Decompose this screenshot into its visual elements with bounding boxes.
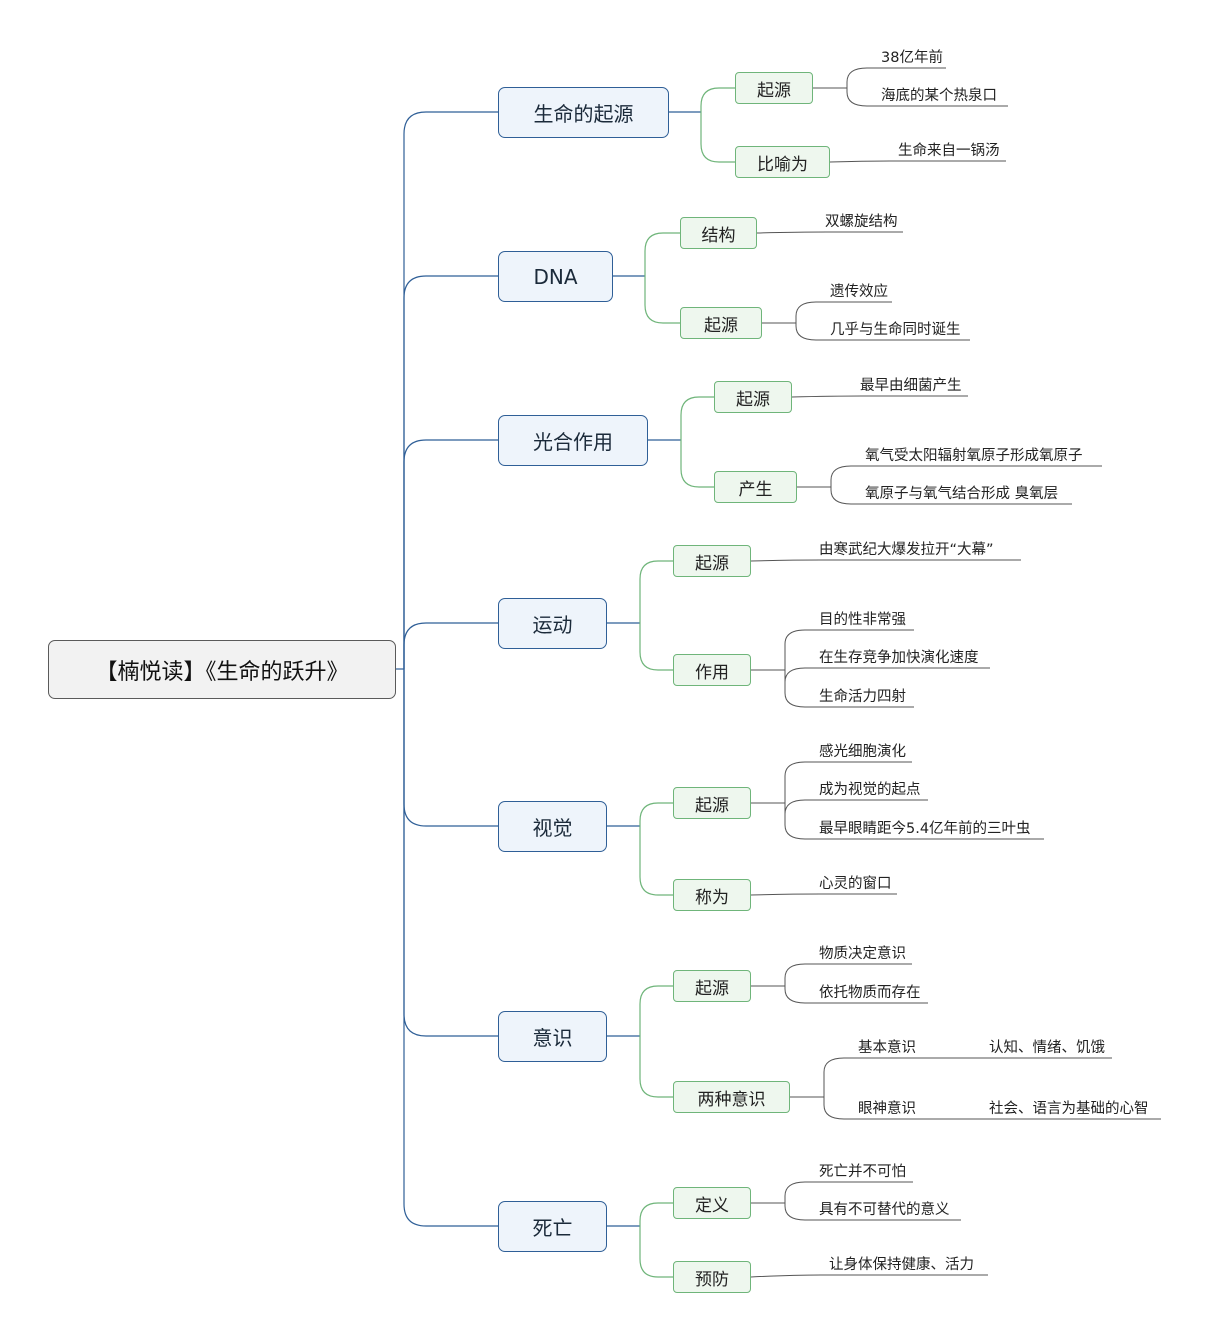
subtopic-metaphor[interactable]: 比喻为 xyxy=(735,146,830,178)
leaf-text[interactable]: 在生存竞争加快演化速度 xyxy=(819,650,979,666)
subtopic-connector-line xyxy=(700,87,735,112)
leaf-underline xyxy=(784,761,912,803)
subtopic-connector-line xyxy=(700,112,735,163)
leaf-underline xyxy=(784,1203,961,1221)
leaf-text[interactable]: 由寒武纪大爆发拉开“大幕” xyxy=(819,542,994,558)
subtopic-structure[interactable]: 结构 xyxy=(680,217,757,249)
leaf-underline xyxy=(846,67,946,88)
subtopic-connector-line xyxy=(639,802,673,826)
subtopic-two-kinds[interactable]: 两种意识 xyxy=(673,1081,790,1113)
trunk-branch-line xyxy=(403,669,498,1037)
leaf-text[interactable]: 38亿年前 xyxy=(881,50,943,66)
leaf-underline xyxy=(829,160,1006,163)
leaf-underline xyxy=(795,301,892,323)
subtopic-connector-line xyxy=(644,232,680,276)
subtopic-prevention[interactable]: 预防 xyxy=(673,1261,751,1293)
leaf-text[interactable]: 眼神意识 xyxy=(858,1101,916,1117)
topic-consciousness[interactable]: 意识 xyxy=(498,1011,607,1062)
leaf-text[interactable]: 最早由细菌产生 xyxy=(860,378,962,394)
leaf-underline xyxy=(784,667,990,683)
subtopic-called[interactable]: 称为 xyxy=(673,879,751,911)
leaf-underline xyxy=(784,670,914,708)
leaf-underline xyxy=(750,1274,988,1278)
subtopic-connector-line xyxy=(639,1226,673,1278)
subtopic-connector-line xyxy=(639,1202,673,1226)
leaf-text[interactable]: 氧气受太阳辐射氧原子形成氧原子 xyxy=(865,448,1083,464)
leaf-text[interactable]: 具有不可替代的意义 xyxy=(819,1202,950,1218)
subtopic-connector-line xyxy=(639,826,673,896)
subtopic-connector-line xyxy=(639,623,673,671)
subtopic-connector-line xyxy=(639,985,673,1036)
leaf-underline xyxy=(784,629,914,670)
leaf-underline xyxy=(795,323,970,341)
subtopic-origin[interactable]: 起源 xyxy=(673,970,751,1002)
topic-photosynthesis[interactable]: 光合作用 xyxy=(498,415,648,466)
leaf-text[interactable]: 物质决定意识 xyxy=(819,946,906,962)
subtopic-origin[interactable]: 起源 xyxy=(735,72,813,104)
leaf-text[interactable]: 社会、语言为基础的心智 xyxy=(989,1101,1149,1117)
leaf-text[interactable]: 生命活力四射 xyxy=(819,689,906,705)
leaf-text[interactable]: 让身体保持健康、活力 xyxy=(829,1257,974,1273)
leaf-text[interactable]: 认知、情绪、饥饿 xyxy=(989,1040,1105,1056)
leaf-text[interactable]: 心灵的窗口 xyxy=(819,876,892,892)
leaf-underline xyxy=(830,465,1102,487)
topic-motion[interactable]: 运动 xyxy=(498,598,607,649)
subtopic-definition[interactable]: 定义 xyxy=(673,1187,751,1219)
trunk-branch-line xyxy=(403,622,498,669)
leaf-underline xyxy=(756,231,903,234)
leaf-underline xyxy=(823,1057,919,1097)
trunk-branch-line xyxy=(403,669,498,1227)
subtopic-function[interactable]: 作用 xyxy=(673,654,751,686)
leaf-underline xyxy=(791,395,968,398)
trunk-branch-line xyxy=(403,111,498,669)
leaf-underline xyxy=(784,799,928,815)
leaf-text[interactable]: 遗传效应 xyxy=(830,284,888,300)
leaf-underline xyxy=(750,893,897,896)
leaf-text[interactable]: 氧原子与氧气结合形成 臭氧层 xyxy=(865,486,1059,502)
leaf-underline xyxy=(823,1097,919,1120)
central-topic[interactable]: 【楠悦读】《生命的跃升》 xyxy=(48,640,396,699)
leaf-text[interactable]: 依托物质而存在 xyxy=(819,985,921,1001)
leaf-underline xyxy=(784,963,912,986)
leaf-text[interactable]: 双螺旋结构 xyxy=(825,214,898,230)
leaf-underline xyxy=(750,559,1021,562)
topic-dna[interactable]: DNA xyxy=(498,251,613,302)
subtopic-origin[interactable]: 起源 xyxy=(673,545,751,577)
leaf-text[interactable]: 几乎与生命同时诞生 xyxy=(830,322,961,338)
subtopic-origin[interactable]: 起源 xyxy=(714,381,792,413)
subtopic-connector-line xyxy=(644,276,680,324)
leaf-text[interactable]: 成为视觉的起点 xyxy=(819,782,921,798)
subtopic-connector-line xyxy=(680,440,714,488)
leaf-underline xyxy=(784,986,928,1004)
trunk-branch-line xyxy=(403,669,498,827)
leaf-text[interactable]: 基本意识 xyxy=(858,1040,916,1056)
leaf-text[interactable]: 生命来自一锅汤 xyxy=(898,143,1000,159)
subtopic-connector-line xyxy=(639,560,673,623)
leaf-underline xyxy=(784,1181,913,1203)
leaf-underline xyxy=(830,487,1072,505)
subtopic-origin[interactable]: 起源 xyxy=(680,307,762,339)
subtopic-origin[interactable]: 起源 xyxy=(673,787,751,819)
topic-vision[interactable]: 视觉 xyxy=(498,801,607,852)
subtopic-connector-line xyxy=(639,1036,673,1098)
leaf-text[interactable]: 感光细胞演化 xyxy=(819,744,906,760)
leaf-text[interactable]: 海底的某个热泉口 xyxy=(881,88,997,104)
subtopic-connector-line xyxy=(680,396,714,440)
subtopic-production[interactable]: 产生 xyxy=(714,471,797,503)
leaf-underline xyxy=(784,803,1044,840)
leaf-text[interactable]: 最早眼睛距今5.4亿年前的三叶虫 xyxy=(819,821,1031,837)
leaf-text[interactable]: 目的性非常强 xyxy=(819,612,906,628)
leaf-text[interactable]: 死亡并不可怕 xyxy=(819,1164,906,1180)
leaf-underline xyxy=(846,88,1008,107)
topic-origin-of-life[interactable]: 生命的起源 xyxy=(498,87,669,138)
trunk-branch-line xyxy=(403,439,498,669)
trunk-branch-line xyxy=(403,275,498,669)
topic-death[interactable]: 死亡 xyxy=(498,1201,607,1252)
